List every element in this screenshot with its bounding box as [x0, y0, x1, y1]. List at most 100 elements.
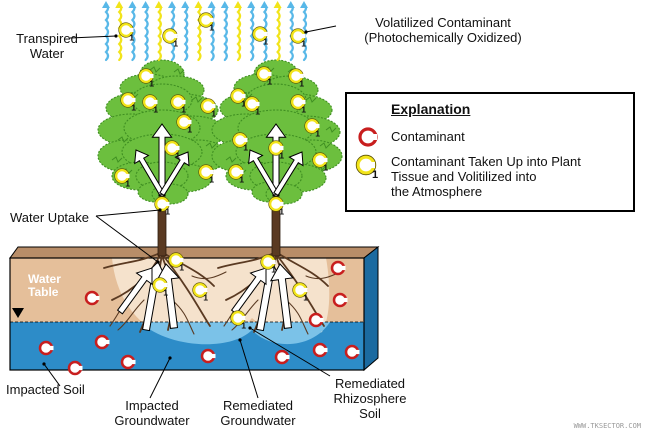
vapor-arrowhead — [115, 1, 124, 8]
leader-line — [149, 357, 171, 399]
leader-tip — [114, 34, 118, 38]
symbol-gap — [208, 353, 216, 359]
uptake-arrow — [230, 267, 267, 315]
vapor-arrowhead — [128, 1, 137, 8]
taken-up-symbol: 1 — [292, 282, 308, 303]
svg-text:1: 1 — [372, 169, 378, 180]
contaminant-symbol — [274, 349, 290, 365]
vapor-stream — [210, 2, 215, 62]
vapor-arrowhead — [234, 1, 242, 8]
taken-up-symbol: 1 — [230, 310, 246, 331]
symbol-gap — [236, 169, 244, 175]
taken-up-symbol: 1 — [268, 140, 284, 161]
leader-line — [239, 339, 259, 399]
symbol-gap — [176, 257, 184, 263]
symbol-gap — [102, 339, 110, 345]
symbol-subscript: 1 — [315, 129, 320, 139]
legend-item-contaminant: Contaminant — [391, 129, 465, 144]
leader-tip — [158, 208, 162, 212]
symbol-gap — [240, 137, 248, 143]
foliage-detail — [205, 142, 217, 149]
contaminant-symbol — [312, 342, 328, 358]
foliage-detail — [191, 96, 203, 103]
root — [117, 299, 145, 331]
taken-up-symbol: 1 — [288, 68, 304, 89]
symbol-gap — [320, 347, 328, 353]
vapor-arrowhead — [300, 1, 308, 8]
root — [171, 299, 195, 335]
foliage-detail — [173, 68, 185, 75]
contaminant-symbol — [308, 312, 324, 328]
foliage-detail — [325, 126, 337, 133]
symbol-subscript: 1 — [209, 175, 214, 185]
symbol-subscript: 1 — [239, 175, 244, 185]
symbol-gap — [312, 123, 320, 129]
symbol-subscript: 1 — [149, 79, 154, 89]
symbol-subscript: 1 — [165, 207, 170, 217]
symbol-gap — [298, 33, 306, 39]
symbol-gap — [184, 119, 192, 125]
taken-up-symbol: 1 — [198, 164, 214, 185]
label-remediated-groundwater: Remediated Groundwater — [220, 398, 296, 428]
legend-taken-up-icon: 1 — [355, 154, 378, 180]
vapor-stream — [104, 2, 110, 62]
symbol-gap — [206, 169, 214, 175]
symbol-subscript: 1 — [203, 293, 208, 303]
taken-up-symbol: 1 — [198, 12, 214, 33]
symbol-gap — [276, 201, 284, 207]
label-water-table: Water Table — [28, 272, 61, 299]
contaminant-symbol — [38, 340, 54, 356]
taken-up-symbol: 1 — [120, 92, 136, 113]
symbol-gap — [200, 287, 208, 293]
vapor-stream — [144, 2, 149, 62]
vapor-arrowhead — [168, 1, 176, 8]
symbol-subscript: 1 — [279, 151, 284, 161]
symbol-subscript: 1 — [299, 79, 304, 89]
symbol-subscript: 1 — [243, 143, 248, 153]
uptake-arrows — [116, 123, 304, 332]
symbol-subscript: 1 — [271, 265, 276, 275]
symbol-subscript: 1 — [301, 105, 306, 115]
symbol-gap — [126, 27, 134, 33]
symbol-subscript: 1 — [173, 39, 178, 49]
trees — [97, 59, 343, 257]
symbol-gap — [340, 297, 348, 303]
vapor-stream — [276, 2, 281, 62]
symbol-subscript: 1 — [323, 163, 328, 173]
symbol-subscript: 1 — [187, 125, 192, 135]
symbol-gap — [238, 93, 246, 99]
symbol-gap — [150, 99, 158, 105]
foliage-detail — [117, 136, 129, 143]
symbol-gap — [146, 73, 154, 79]
credit-watermark: WWW.TKSECTOR.COM — [573, 422, 641, 430]
root — [285, 299, 309, 335]
water-table-marker — [12, 308, 24, 318]
vapor-arrowhead — [194, 1, 203, 8]
leader-tip — [156, 260, 160, 264]
symbol-subscript: 1 — [301, 39, 306, 49]
taken-up-symbol: 1 — [118, 22, 134, 43]
taken-up-symbol: 1 — [244, 96, 260, 117]
symbol-gap — [178, 99, 186, 105]
explanation-legend: Explanation Contaminant 1 Contaminant Ta… — [345, 92, 635, 212]
vapor-arrowhead — [141, 1, 150, 8]
taken-up-symbol: 1 — [268, 196, 284, 217]
contaminant-symbol — [330, 260, 346, 276]
leader-line — [95, 209, 161, 217]
contaminant-symbol — [332, 292, 348, 308]
taken-up-symbol: 1 — [170, 94, 186, 115]
symbol-gap — [170, 33, 178, 39]
symbol-gap — [316, 317, 324, 323]
taken-up-symbol: 1 — [176, 114, 192, 135]
uptake-arrow — [159, 151, 190, 196]
vapor-stream — [223, 2, 228, 62]
symbol-gap — [238, 315, 246, 321]
legend-item-taken-up: Contaminant Taken Up into Plant Tissue a… — [391, 154, 581, 199]
foliage-detail — [319, 142, 331, 149]
symbol-gap — [264, 71, 272, 77]
contaminant-symbol — [120, 354, 136, 370]
symbol-gap — [320, 157, 328, 163]
symbol-subscript: 1 — [153, 105, 158, 115]
label-volatilized-contaminant: Volatilized Contaminant (Photochemically… — [364, 15, 522, 45]
ground-outline — [9, 257, 365, 371]
